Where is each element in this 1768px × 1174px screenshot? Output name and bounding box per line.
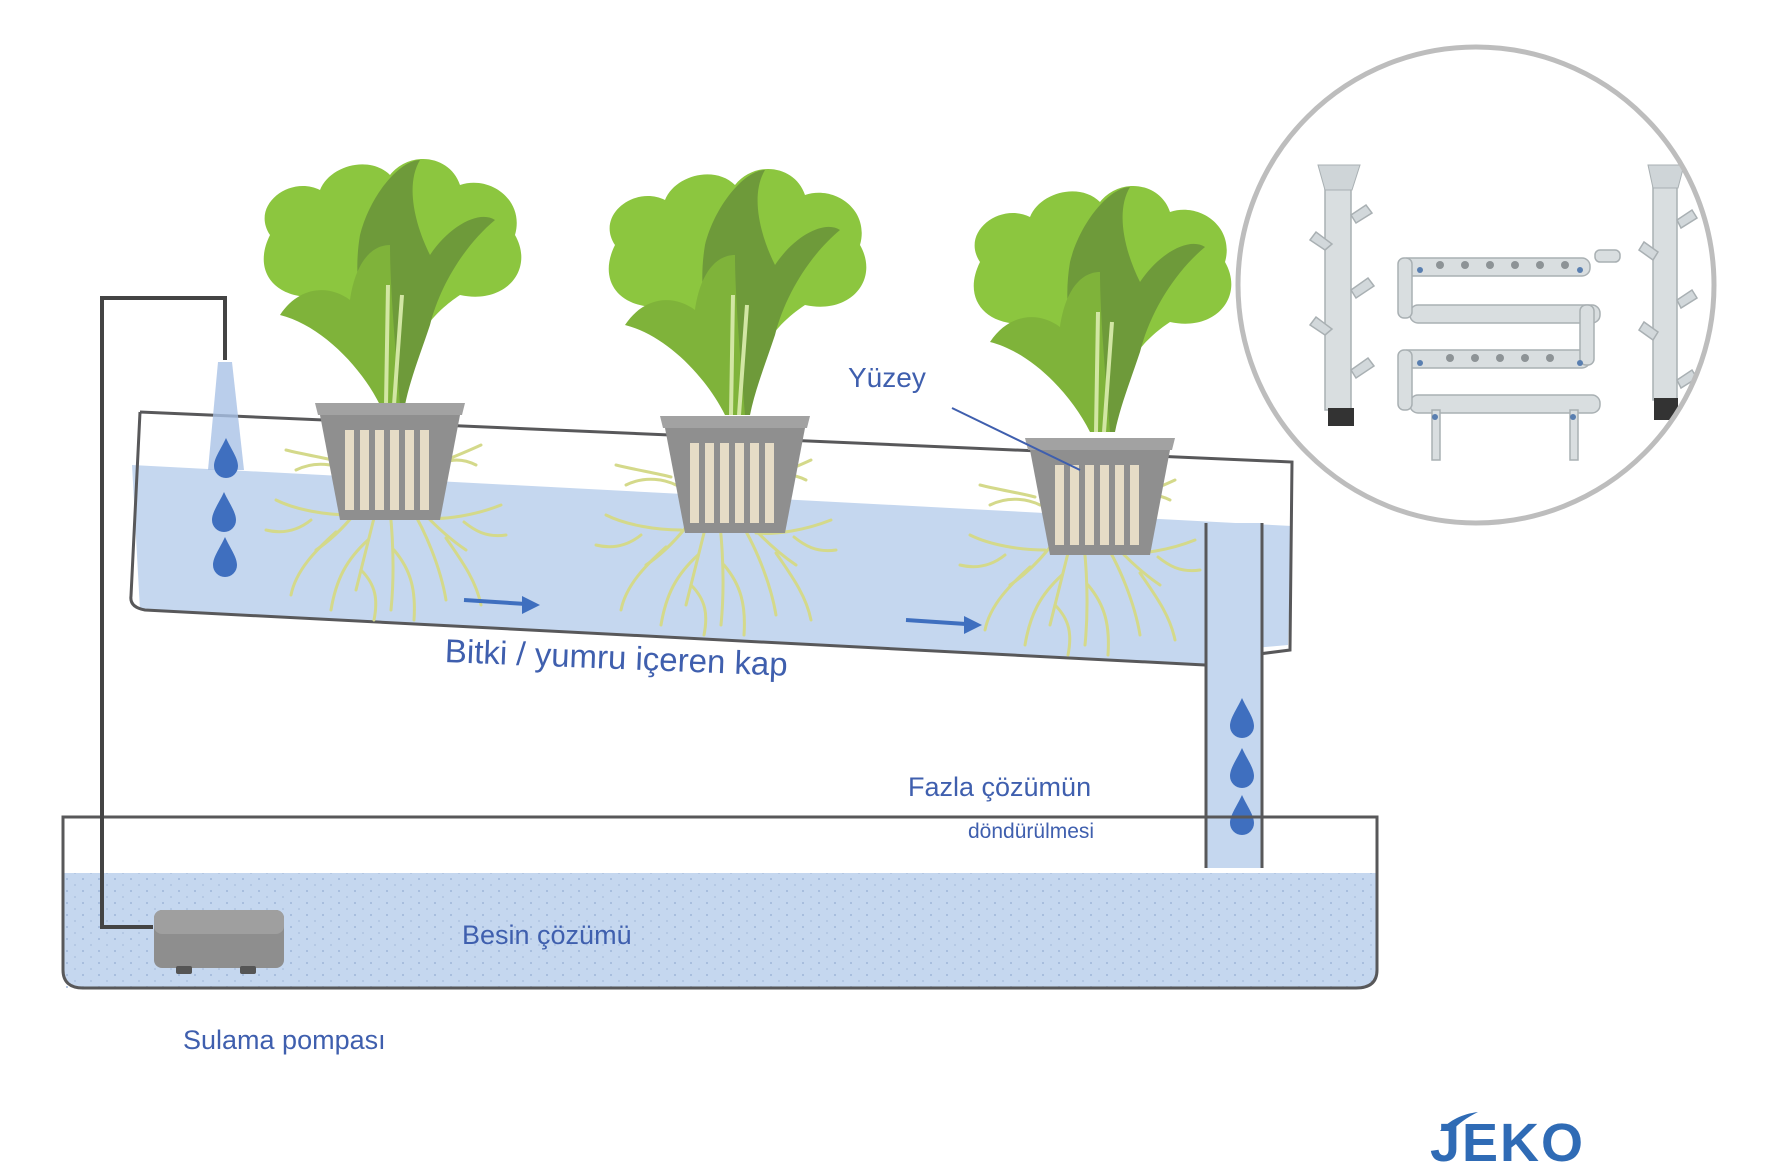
net-pot-icon <box>660 416 810 533</box>
plant-icon <box>971 183 1234 434</box>
feed-pipe <box>100 296 244 929</box>
excess-return-label-2: döndürülmesi <box>968 820 1095 843</box>
return-pipe <box>1204 523 1264 868</box>
plant-icon <box>606 166 869 417</box>
surface-label: Yüzey <box>848 362 926 393</box>
arrow-right-icon <box>463 596 540 614</box>
brand-name: JEKO <box>1430 1113 1586 1173</box>
brand-logo-icon <box>1440 1112 1478 1131</box>
net-pot-icon <box>315 403 465 520</box>
arrow-right-icon <box>905 616 982 634</box>
surface-pointer <box>951 407 1081 471</box>
inset-photo <box>1235 44 1717 526</box>
net-pot-icon <box>1025 438 1175 555</box>
nutrient-reservoir <box>61 815 1379 990</box>
plant-icon <box>261 156 524 407</box>
pump-icon <box>154 910 284 974</box>
hydroponic-system-diagram <box>61 44 1717 1131</box>
excess-return-label: Fazla çözümün <box>908 772 1092 802</box>
nutrient-solution-label: Besin çözümü <box>462 920 632 950</box>
irrigation-pump-label: Sulama pompası <box>183 1025 386 1055</box>
